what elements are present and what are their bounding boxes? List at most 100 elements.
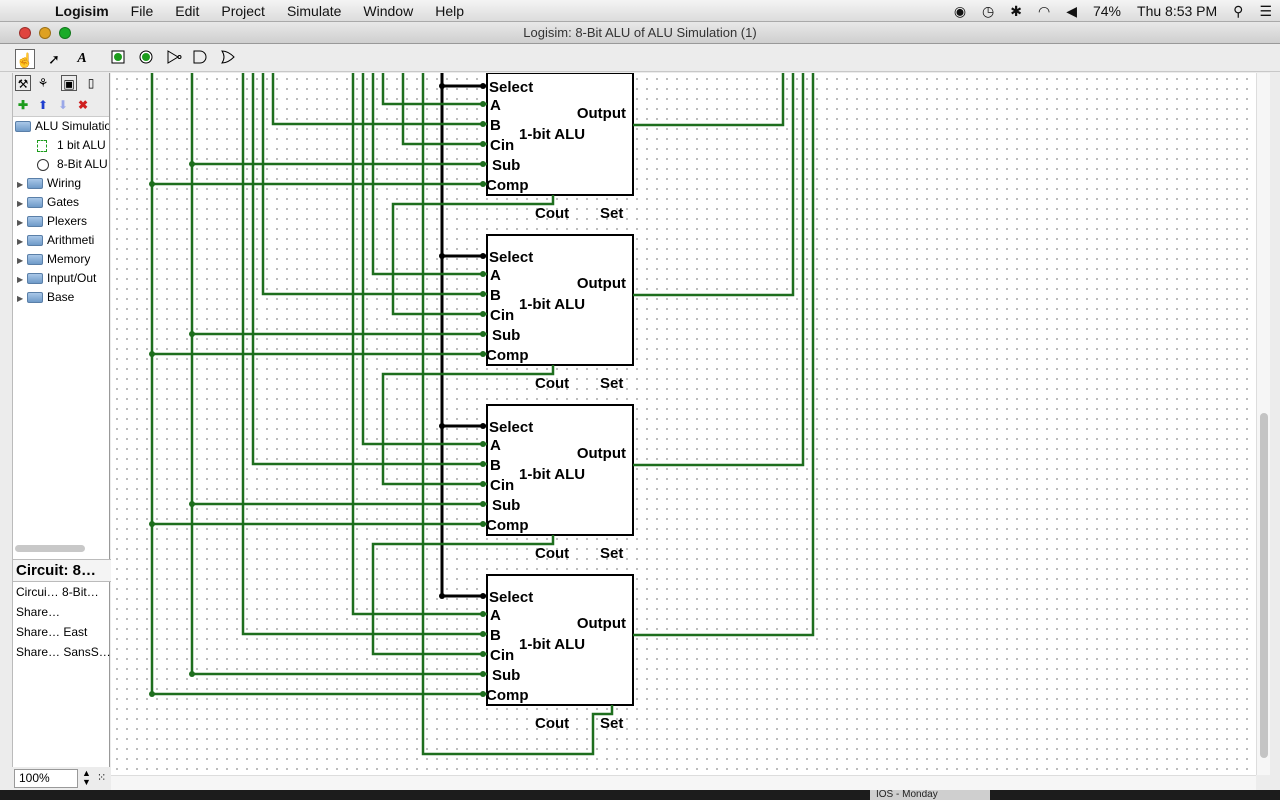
input-pin: [480, 161, 486, 167]
component-label: 1-bit ALU: [519, 636, 585, 653]
alu-component-box[interactable]: [486, 73, 634, 196]
close-icon[interactable]: [19, 27, 31, 39]
pin-label-a: A: [490, 437, 501, 454]
alu-component-box[interactable]: [486, 574, 634, 706]
tree-circuit-8bit[interactable]: 8-Bit ALU: [37, 155, 108, 174]
not-gate-icon[interactable]: [164, 49, 184, 69]
status-circle-icon[interactable]: ◉: [953, 3, 967, 19]
tree-lib-base[interactable]: ▶Base: [17, 288, 74, 307]
pin-label-comp: Comp: [486, 177, 529, 194]
attribute-row[interactable]: Circui… 8-Bit…: [16, 585, 99, 599]
explorer-hscrollbar[interactable]: [15, 545, 85, 552]
canvas-vscrollbar[interactable]: [1256, 73, 1270, 775]
menu-app-name[interactable]: Logisim: [55, 2, 109, 19]
carry-chain-wire[interactable]: [381, 365, 555, 486]
tree-lib-plexers[interactable]: ▶Plexers: [17, 212, 87, 231]
tree-circuit-1bit[interactable]: 1 bit ALU: [37, 136, 106, 155]
clock-label[interactable]: Thu 8:53 PM: [1137, 3, 1218, 19]
spotlight-icon[interactable]: ⚲: [1233, 3, 1244, 19]
vscroll-thumb[interactable]: [1260, 413, 1268, 758]
menu-file[interactable]: File: [130, 2, 154, 19]
input-pin-icon[interactable]: [108, 49, 128, 69]
output-pin-icon[interactable]: [136, 49, 156, 69]
tree-lib-wiring[interactable]: ▶Wiring: [17, 174, 81, 193]
a-input-wire[interactable]: [371, 73, 487, 276]
menu-simulate[interactable]: Simulate: [286, 2, 342, 19]
expand-arrow-icon[interactable]: ▶: [17, 294, 24, 303]
simulation-tree-icon[interactable]: ⚘: [37, 76, 49, 90]
output-wire[interactable]: [633, 73, 795, 297]
input-pin: [480, 291, 486, 297]
attribute-row[interactable]: Share… East: [16, 625, 88, 639]
expand-arrow-icon[interactable]: ▶: [17, 275, 24, 284]
text-tool-icon[interactable]: A: [77, 51, 87, 66]
tree-lib-inputoutput[interactable]: ▶Input/Out: [17, 269, 96, 288]
pin-label-cout: Cout: [535, 545, 569, 562]
minimize-icon[interactable]: [39, 27, 51, 39]
b-input-wire[interactable]: [251, 73, 487, 466]
output-wire[interactable]: [633, 73, 815, 637]
expand-arrow-icon[interactable]: ▶: [17, 180, 24, 189]
alu-component-box[interactable]: [486, 234, 634, 366]
b-input-wire[interactable]: [261, 73, 487, 296]
select-tool-icon[interactable]: ➚: [48, 51, 60, 67]
menu-project[interactable]: Project: [221, 2, 265, 19]
carry-chain-wire[interactable]: [371, 535, 555, 656]
volume-icon[interactable]: ◀: [1066, 3, 1077, 19]
set-feedback-wire[interactable]: [421, 73, 614, 756]
a-input-wire[interactable]: [381, 73, 487, 106]
zoom-field[interactable]: 100%: [14, 769, 78, 788]
canvas-hscrollbar[interactable]: [111, 775, 1256, 790]
or-gate-icon[interactable]: [218, 49, 238, 69]
tree-lib-memory[interactable]: ▶Memory: [17, 250, 90, 269]
zoom-icon[interactable]: [59, 27, 71, 39]
time-machine-icon[interactable]: ◷: [982, 3, 995, 19]
input-pin: [480, 271, 486, 277]
a-input-wire[interactable]: [361, 73, 487, 446]
pin-label-a: A: [490, 607, 501, 624]
grid-toggle-icon[interactable]: ⁙: [97, 772, 107, 784]
appearance-edit-icon[interactable]: ▣: [61, 75, 77, 91]
alu-component-box[interactable]: [486, 404, 634, 536]
toolbox-icon[interactable]: ⚒: [15, 75, 31, 91]
pin-label-cout: Cout: [535, 375, 569, 392]
b-input-wire[interactable]: [241, 73, 487, 636]
dock-window-item[interactable]: IOS - Monday: [870, 790, 990, 800]
tree-lib-gates[interactable]: ▶Gates: [17, 193, 79, 212]
tree-lib-arithmetic[interactable]: ▶Arithmeti: [17, 231, 94, 250]
expand-arrow-icon[interactable]: ▶: [17, 256, 24, 265]
output-wire[interactable]: [633, 73, 805, 467]
delete-circuit-icon[interactable]: ✖: [77, 98, 89, 112]
menu-edit[interactable]: Edit: [175, 2, 200, 19]
pin-label-b: B: [490, 457, 501, 474]
menu-window[interactable]: Window: [363, 2, 414, 19]
wifi-icon[interactable]: ◠: [1037, 3, 1051, 19]
poke-tool-icon[interactable]: ☝: [15, 49, 35, 69]
attribute-row[interactable]: Share…: [16, 605, 61, 619]
expand-arrow-icon[interactable]: ▶: [17, 237, 24, 246]
and-gate-icon[interactable]: [190, 49, 210, 69]
menu-help[interactable]: Help: [435, 2, 464, 19]
expand-arrow-icon[interactable]: ▶: [17, 218, 24, 227]
cin-wire[interactable]: [401, 73, 487, 146]
expand-arrow-icon[interactable]: ▶: [17, 199, 24, 208]
tree-project[interactable]: ALU Simulatio: [15, 117, 109, 136]
component-label: 1-bit ALU: [519, 126, 585, 143]
b-input-wire[interactable]: [271, 73, 487, 126]
move-down-icon[interactable]: ⬇: [57, 98, 69, 112]
pin-label-set: Set: [600, 715, 623, 732]
move-up-icon[interactable]: ⬆: [37, 98, 49, 112]
output-wire[interactable]: [633, 73, 785, 127]
carry-chain-wire[interactable]: [391, 195, 555, 316]
notification-list-icon[interactable]: ☰: [1259, 3, 1272, 19]
zoom-stepper-icon[interactable]: ▲▼: [82, 768, 91, 787]
pin-label-sub: Sub: [492, 667, 520, 684]
a-input-wire[interactable]: [351, 73, 487, 616]
battery-label[interactable]: 74%: [1092, 3, 1122, 19]
attribute-row[interactable]: Share… SansS…: [16, 645, 111, 659]
folder-icon: [27, 216, 43, 228]
bluetooth-icon[interactable]: ✱: [1010, 3, 1022, 19]
layout-edit-icon[interactable]: ▯: [87, 76, 95, 90]
add-circuit-icon[interactable]: ✚: [17, 98, 29, 112]
